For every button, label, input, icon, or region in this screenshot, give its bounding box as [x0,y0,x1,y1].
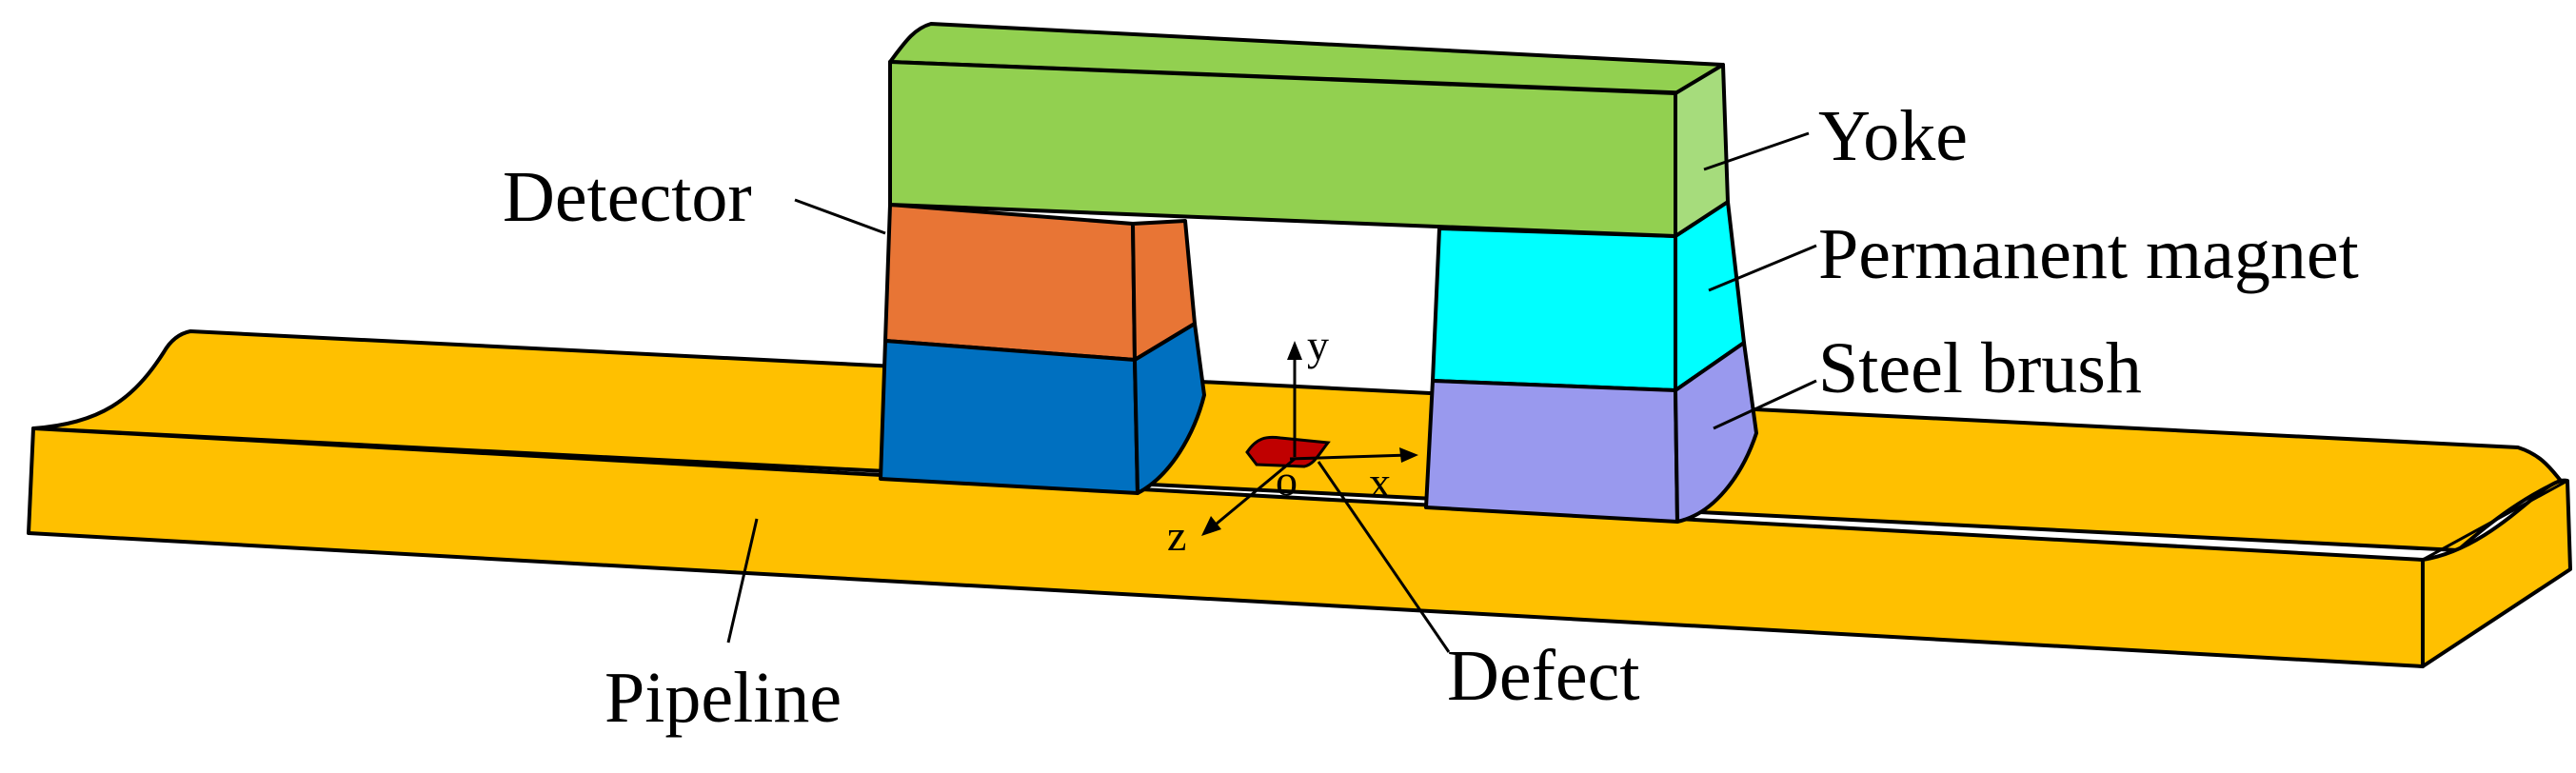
pipeline [27,329,2572,668]
steel-brush-side [1674,341,1758,524]
steel-brush-leader [1713,379,1817,430]
x-axis-line [1289,453,1410,461]
detector-magnet-front [883,203,1137,362]
yoke [888,22,1730,238]
x-axis-arrow [1399,447,1418,463]
permanent-magnet-label: Permanent magnet [1818,214,2359,294]
y-axis-arrow [1287,341,1302,360]
yoke-leader [1703,131,1810,171]
detector-brush-front [879,339,1139,495]
z-axis-line [1210,457,1296,530]
pipeline-label: Pipeline [604,658,842,738]
x-axis-label: x [1369,458,1391,506]
yoke-side [1674,63,1730,238]
permanent-magnet-front [1431,227,1677,392]
steel-brush-label: Steel brush [1818,328,2142,408]
detector-leader [794,198,886,235]
z-axis-label: z [1167,511,1186,560]
steel-brush-front [1424,379,1679,524]
yoke-front [888,60,1677,238]
permanent-magnet-leader [1708,244,1817,292]
right-magnet-assembly [1424,200,1758,524]
z-axis-arrow [1201,516,1221,536]
coordinate-system: x y z o [1167,321,1418,560]
detector-assembly [879,203,1206,495]
yoke-label: Yoke [1818,96,1968,176]
defect-leader [1317,461,1451,653]
labels: Yoke Permanent magnet Steel brush Detect… [503,96,2359,738]
leader-lines [726,131,1817,653]
detector-label: Detector [503,157,752,237]
defect-label: Defect [1447,636,1640,716]
y-axis-label: y [1307,321,1329,369]
origin-label: o [1276,456,1298,505]
detector-brush-side [1133,322,1206,495]
pipeline-leader [726,518,759,644]
